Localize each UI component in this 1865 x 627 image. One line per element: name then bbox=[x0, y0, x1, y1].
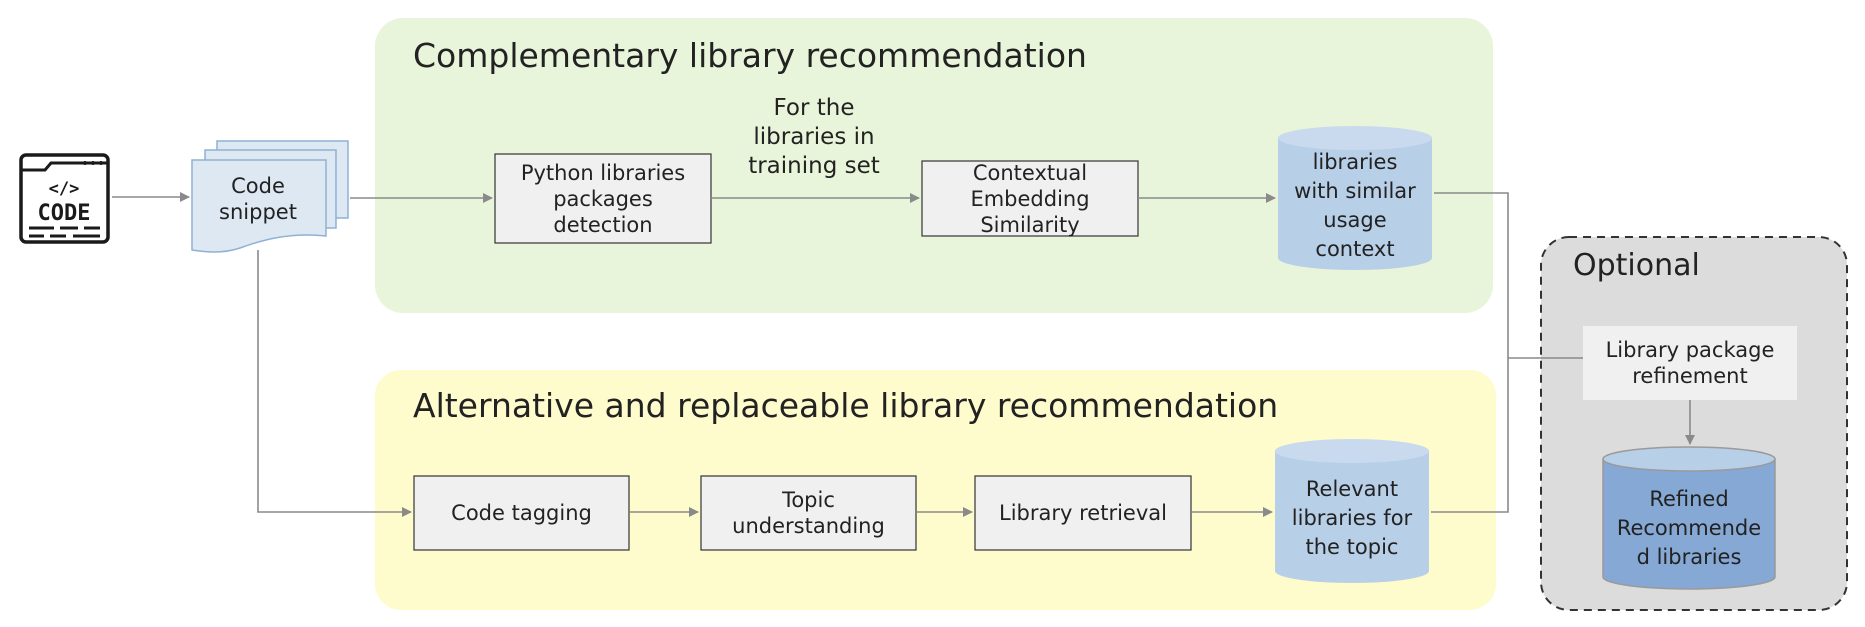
package-refinement-label: Library package refinement bbox=[1605, 338, 1775, 388]
package-refinement-box bbox=[1583, 326, 1797, 400]
relevant-topic-label: Relevant libraries for the topic bbox=[1291, 476, 1413, 559]
embedding-similarity-label: Contextual Embedding Similarity bbox=[970, 160, 1090, 237]
arrow-snippet-to-tagging bbox=[257, 250, 412, 517]
code-window-icon: </> CODE bbox=[19, 153, 110, 244]
library-detection-label: Python libraries packages detection bbox=[520, 160, 686, 237]
similar-context-label: libraries with similar usage context bbox=[1294, 150, 1416, 261]
library-detection-box bbox=[494, 153, 712, 244]
embedding-similarity-box bbox=[921, 160, 1139, 237]
alternative-title: Alternative and replaceable library reco… bbox=[413, 386, 1279, 425]
alternative-panel bbox=[375, 370, 1496, 610]
refined-recommendation-database bbox=[1602, 446, 1776, 590]
optional-title: Optional bbox=[1573, 248, 1700, 283]
document-stack-icon bbox=[191, 140, 349, 253]
library-retrieval-box bbox=[974, 475, 1192, 551]
connector-databases-to-refinement bbox=[1431, 192, 1583, 513]
code-icon-glyph: </> bbox=[49, 179, 80, 199]
similar-context-database bbox=[1278, 126, 1432, 270]
code-tagging-label: Code tagging bbox=[451, 501, 592, 525]
topic-understanding-box bbox=[700, 475, 917, 551]
code-tagging-box bbox=[413, 475, 630, 551]
refined-recommendation-label: Refined Recommende d libraries bbox=[1616, 486, 1762, 569]
topic-understanding-label: Topic understanding bbox=[732, 488, 885, 538]
training-set-note: For the libraries in training set bbox=[748, 94, 880, 179]
code-icon-text: CODE bbox=[38, 201, 91, 226]
library-retrieval-label: Library retrieval bbox=[999, 501, 1167, 525]
complementary-title: Complementary library recommendation bbox=[413, 36, 1087, 75]
relevant-topic-database bbox=[1275, 439, 1429, 583]
snippet-label: Code snippet bbox=[219, 174, 297, 224]
